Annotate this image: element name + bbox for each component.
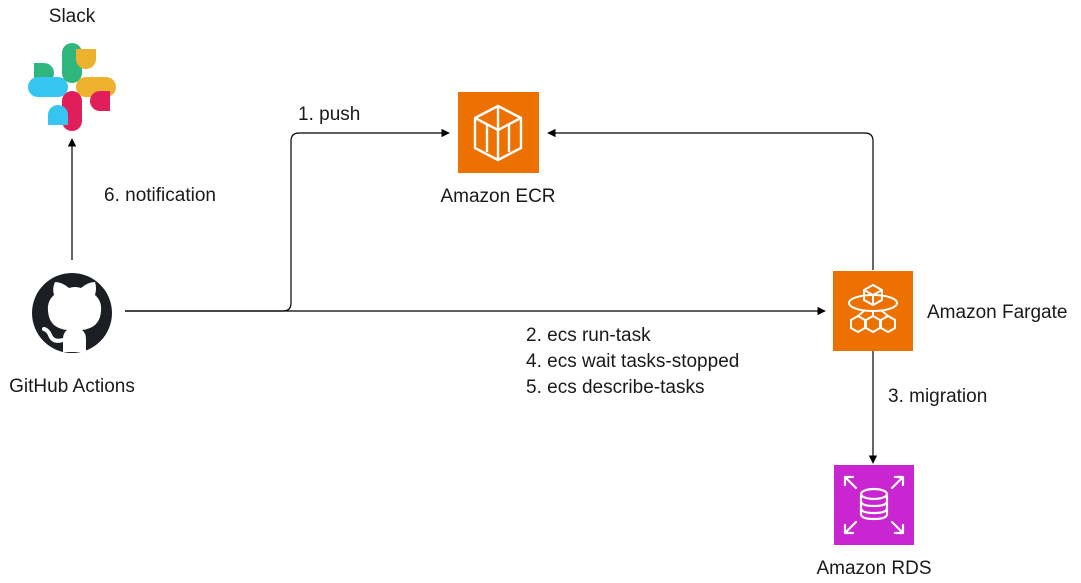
rds-label: Amazon RDS [816,558,931,579]
ecr-icon [473,104,523,162]
wait-tasks-label: 4. ecs wait tasks-stopped [526,351,739,372]
rds-icon [843,475,905,535]
fargate-node: Amazon Fargate [833,271,1067,351]
notification-label: 6. notification [104,185,216,206]
fargate-icon [848,284,898,333]
migration-label: 3. migration [888,386,987,407]
github-label: GitHub Actions [9,376,135,397]
github-node: GitHub Actions [9,273,135,397]
edge-push [125,128,450,312]
ecr-node: Amazon ECR [440,92,556,207]
slack-node: Slack [28,6,116,131]
run-task-label: 2. ecs run-task [526,325,651,346]
github-logo-icon [32,273,112,353]
fargate-label: Amazon Fargate [927,302,1067,323]
push-label: 1. push [298,104,360,125]
ecr-label: Amazon ECR [440,186,555,207]
describe-tasks-label: 5. ecs describe-tasks [526,377,704,398]
slack-label: Slack [49,6,96,27]
edge-fargate-to-ecr [547,128,874,270]
slack-logo-icon [28,43,116,131]
rds-node: Amazon RDS [816,465,932,579]
